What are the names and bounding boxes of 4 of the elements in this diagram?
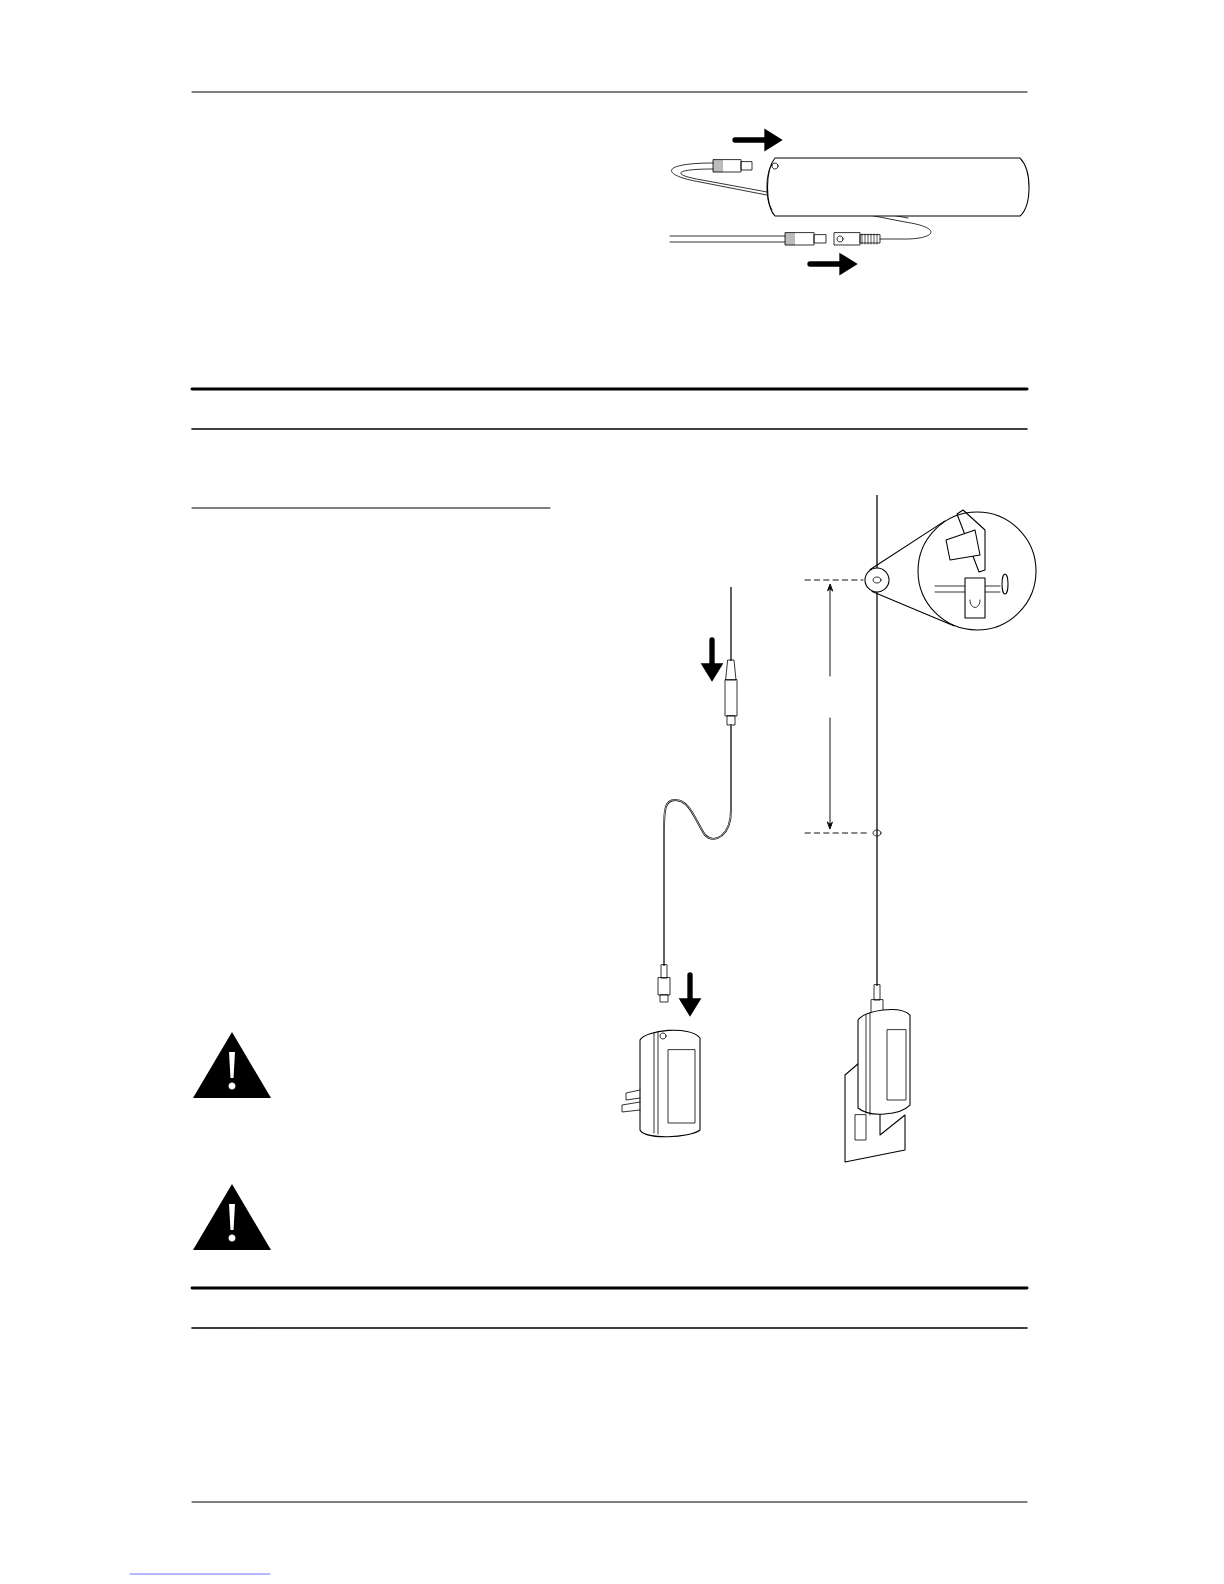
leader-line (871, 591, 955, 627)
detail-circle (917, 509, 1037, 631)
magnified-spot (864, 567, 890, 593)
leader-line (869, 520, 946, 571)
